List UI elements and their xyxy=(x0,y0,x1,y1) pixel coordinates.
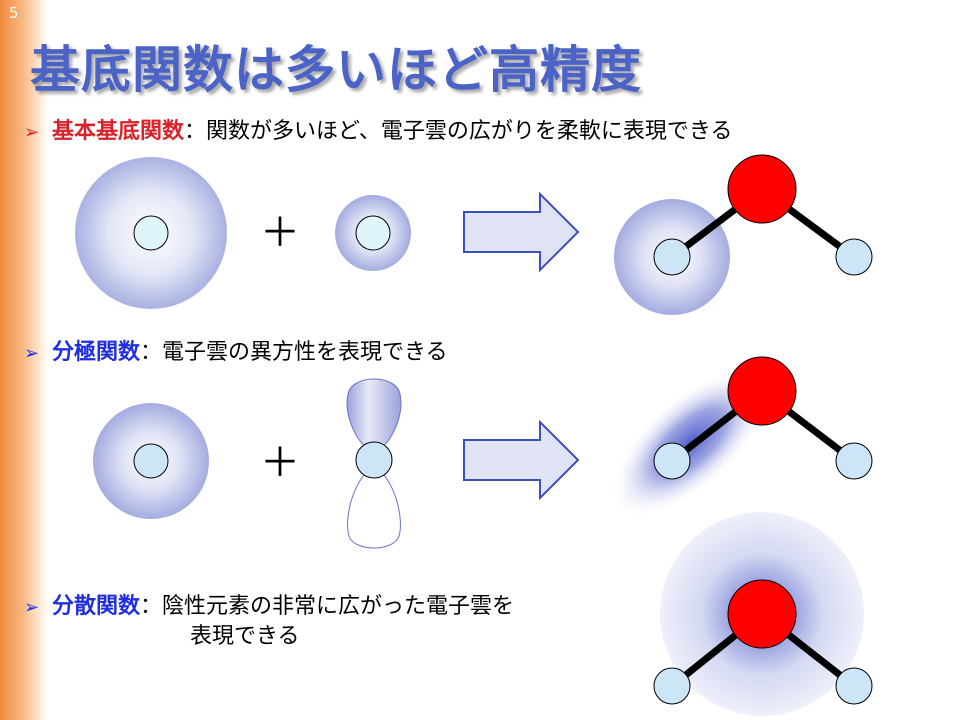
side-accent-bar xyxy=(0,0,48,720)
p-orbital-upper-lobe xyxy=(346,378,402,455)
bullet-diffuse: ➢ 分散関数：陰性元素の非常に広がった電子雲を xyxy=(24,592,514,623)
oxygen-atom xyxy=(727,579,797,649)
description-basic-basis: 関数が多いほど、電子雲の広がりを柔軟に表現できる xyxy=(206,119,733,144)
term-diffuse: 分散関数 xyxy=(52,594,141,619)
polarization-figure: ＋ xyxy=(93,356,873,549)
term-separator: ： xyxy=(184,119,207,144)
term-separator: ： xyxy=(140,340,163,365)
nucleus-circle xyxy=(133,443,169,479)
description-diffuse: 陰性元素の非常に広がった電子雲を xyxy=(162,594,515,619)
slide-title: 基底関数は多いほど高精度 xyxy=(30,41,642,99)
oxygen-atom xyxy=(727,154,797,224)
block-arrow-icon xyxy=(463,191,580,273)
term-separator: ： xyxy=(140,594,163,619)
page-number: 5 xyxy=(9,4,19,22)
nucleus-circle xyxy=(133,215,169,251)
plus-sign: ＋ xyxy=(260,210,300,256)
arrow-bullet-icon: ➢ xyxy=(24,343,40,364)
hydrogen-atom xyxy=(835,667,873,705)
p-orbital-lower-lobe xyxy=(347,465,401,549)
hydrogen-atom xyxy=(653,442,691,480)
oxygen-atom xyxy=(727,356,797,426)
description-diffuse-line2: 表現できる xyxy=(190,624,300,649)
nucleus-circle xyxy=(355,215,391,251)
arrow-bullet-icon: ➢ xyxy=(24,597,40,618)
nucleus-circle xyxy=(355,441,393,479)
description-polarization: 電子雲の異方性を表現できる xyxy=(162,340,448,365)
hydrogen-atom xyxy=(653,667,691,705)
arrow-bullet-icon: ➢ xyxy=(24,122,40,143)
hydrogen-atom xyxy=(835,238,873,276)
term-polarization: 分極関数 xyxy=(52,340,141,365)
bullet-polarization: ➢ 分極関数：電子雲の異方性を表現できる xyxy=(24,338,448,369)
diffuse-figure xyxy=(653,512,873,716)
bullet-basic-basis: ➢ 基本基底関数：関数が多いほど、電子雲の広がりを柔軟に表現できる xyxy=(24,117,733,148)
hydrogen-atom xyxy=(835,442,873,480)
basic-basis-figure: ＋ xyxy=(75,154,873,315)
block-arrow-icon xyxy=(463,419,580,501)
hydrogen-atom xyxy=(653,238,691,276)
term-basic-basis: 基本基底関数 xyxy=(52,119,185,144)
plus-sign: ＋ xyxy=(260,440,300,486)
